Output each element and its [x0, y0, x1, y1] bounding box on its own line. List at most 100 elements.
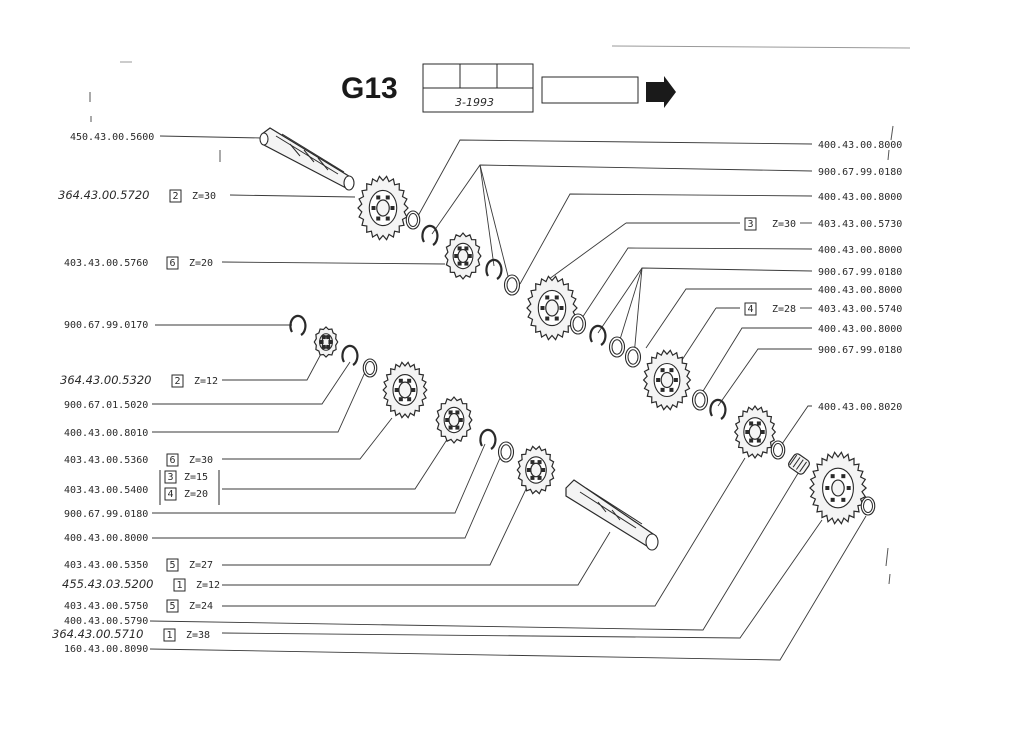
part-number-label: 455.43.03.5200 [62, 577, 153, 591]
ref-number: 1 [176, 580, 182, 591]
part-number-label: 450.43.00.5600 [70, 132, 154, 143]
circlip [289, 314, 307, 336]
gear-z15-z20-cluster [435, 396, 473, 444]
ref-box: 1 [163, 628, 176, 642]
part-number-label: 400.43.00.8000 [818, 285, 902, 296]
thrust-washer [503, 274, 521, 296]
ref-number: 2 [174, 376, 180, 387]
part-number-label: 364.43.00.5320 [60, 373, 151, 387]
part-number-label: 403.43.00.5750 [64, 601, 148, 612]
gear-z28 [642, 349, 692, 411]
sheet-title: G13 [341, 72, 398, 105]
ref-box: 6 [166, 453, 179, 467]
part-number-label: 403.43.00.5400 [64, 485, 148, 496]
part-number-label: 400.43.00.8000 [818, 245, 902, 256]
gear-z20-upper [444, 232, 482, 280]
tooth-count-label: Z=27 [189, 560, 213, 571]
thrust-washer [624, 346, 642, 368]
gear-z27 [516, 445, 556, 495]
circlip [341, 344, 359, 366]
thrust-washer [770, 440, 786, 460]
gear-z30-upper [357, 175, 409, 241]
part-number-label: 900.67.99.0180 [64, 509, 148, 520]
part-number-label: 900.67.99.0170 [64, 320, 148, 331]
circlip [709, 398, 727, 420]
tooth-count-label: Z=12 [196, 580, 220, 591]
needle-bearing [788, 453, 810, 475]
part-number-label: 900.67.99.0180 [818, 167, 902, 178]
thrust-washer [608, 336, 626, 358]
ref-number: 5 [169, 601, 175, 612]
ref-number: 1 [166, 630, 172, 641]
part-number-label: 900.67.99.0180 [818, 345, 902, 356]
ref-box: 6 [166, 256, 179, 270]
gear-z24 [733, 404, 777, 460]
ref-box: 5 [166, 599, 179, 613]
diagram-header: G13 3-1993 [341, 63, 676, 113]
ref-box: 4 [164, 487, 177, 501]
ref-box: 5 [166, 558, 179, 572]
part-number-label: 400.43.00.8000 [818, 192, 902, 203]
ref-number: 4 [167, 489, 173, 500]
ref-number: 6 [169, 258, 175, 269]
blank-field-box [541, 76, 639, 104]
ref-box: 4 [744, 302, 757, 316]
ref-box: 3 [744, 217, 757, 231]
thrust-washer [860, 496, 876, 516]
upper-shaft [259, 127, 355, 191]
thrust-washer [569, 313, 587, 335]
tooth-count-label: Z=30 [192, 191, 216, 202]
part-number-label: 364.43.00.5710 [52, 627, 143, 641]
part-number-label: 403.43.00.5350 [64, 560, 148, 571]
part-number-label: 160.43.00.8090 [64, 644, 148, 655]
part-number-label: 403.43.00.5730 [818, 219, 902, 230]
part-number-label: 400.43.00.8000 [818, 324, 902, 335]
part-number-label: 403.43.00.5760 [64, 258, 148, 269]
part-number-label: 400.43.00.8000 [64, 533, 148, 544]
next-page-arrow-icon [646, 76, 676, 108]
thrust-washer [405, 210, 421, 230]
scan-marks [89, 45, 911, 585]
gear-layer [289, 175, 876, 525]
tooth-count-label: Z=15 [184, 472, 208, 483]
ref-number: 6 [169, 455, 175, 466]
ref-number: 5 [169, 560, 175, 571]
part-number-label: 400.43.00.5790 [64, 616, 148, 627]
tooth-count-label: Z=12 [194, 376, 218, 387]
circlip [421, 224, 439, 246]
ref-box: 2 [171, 374, 184, 388]
circlip [479, 428, 497, 450]
tooth-count-label: Z=20 [189, 258, 213, 269]
part-number-label: 400.43.00.8020 [818, 402, 902, 413]
tooth-count-label: Z=30 [189, 455, 213, 466]
circlip [589, 324, 607, 346]
part-number-label: 403.43.00.5740 [818, 304, 902, 315]
part-number-label: 364.43.00.5720 [58, 188, 149, 202]
part-number-label: 900.67.99.0180 [818, 267, 902, 278]
parts-artwork [259, 127, 876, 551]
thrust-washer [362, 358, 378, 378]
part-number-label: 400.43.00.8000 [818, 140, 902, 151]
ref-number: 4 [747, 304, 753, 315]
tooth-count-label: Z=38 [186, 630, 210, 641]
ref-box: 3 [164, 470, 177, 484]
circlip [485, 258, 503, 280]
ref-number: 3 [747, 219, 753, 230]
thrust-washer [497, 441, 515, 463]
ref-number: 3 [167, 472, 173, 483]
ref-box: 1 [173, 578, 186, 592]
part-number-label: 900.67.01.5020 [64, 400, 148, 411]
leader-lines [149, 135, 867, 661]
tooth-count-label: Z=24 [189, 601, 213, 612]
ref-number: 2 [172, 191, 178, 202]
gear-z30-middle [526, 275, 578, 341]
tooth-count-label: Z=30 [772, 219, 796, 230]
part-number-label: 403.43.00.5360 [64, 455, 148, 466]
lower-shaft [565, 479, 659, 551]
thrust-washer [691, 389, 709, 411]
gear-z12-lower [313, 326, 339, 358]
gear-z38 [809, 451, 867, 525]
ref-box: 2 [169, 189, 182, 203]
